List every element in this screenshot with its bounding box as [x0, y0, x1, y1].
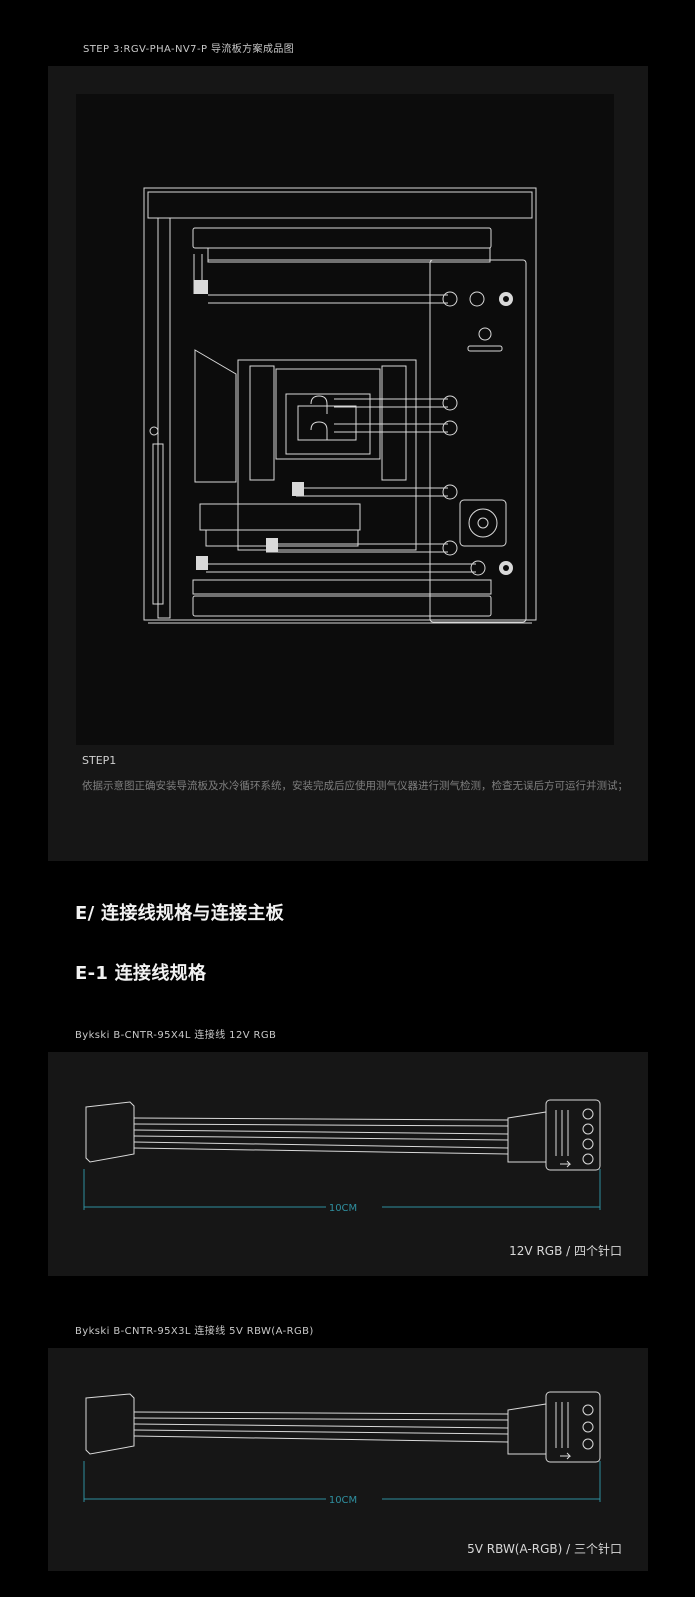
cable-1-dimension-line: [83, 1169, 601, 1210]
cable-1-right-connector: [507, 1111, 547, 1163]
step3-caption: STEP 3:RGV-PHA-NV7-P 导流板方案成品图: [83, 44, 295, 55]
cable-1-caption: Bykski B-CNTR-95X4L 连接线 12V RGB: [75, 1030, 277, 1041]
cable-2-left-connector: [85, 1393, 135, 1455]
case-drawing-panel: STEP1 依据示意图正确安装导流板及水冷循环系统，安装完成后应使用测气仪器进行…: [48, 66, 648, 861]
cable-1-length: 10CM: [329, 1203, 357, 1214]
cable-2-spec: 5V RBW(A-RGB) / 三个针口: [467, 1542, 622, 1556]
cable-2-caption: Bykski B-CNTR-95X3L 连接线 5V RBW(A-RGB): [75, 1326, 314, 1337]
section-e1-subtitle: E-1 连接线规格: [75, 963, 207, 984]
cable-2-right-connector: [507, 1403, 547, 1455]
pc-case-illustration: [143, 187, 537, 624]
cable-1-left-connector: [85, 1101, 135, 1163]
cable-2-dimension-line: [83, 1461, 601, 1502]
cable-1-spec: 12V RGB / 四个针口: [509, 1244, 622, 1258]
step1-title: STEP1: [82, 754, 117, 767]
cable-1-illustration: 10CM: [83, 1099, 601, 1214]
section-e-title: E/ 连接线规格与连接主板: [75, 903, 285, 924]
cable-1-panel: 10CM 12V RGB / 四个针口: [48, 1052, 648, 1276]
step1-description: 依据示意图正确安装导流板及水冷循环系统，安装完成后应使用测气仪器进行测气检测，检…: [82, 780, 628, 792]
cable-2-illustration: 10CM: [83, 1391, 601, 1506]
cable-2-length: 10CM: [329, 1495, 357, 1506]
case-drawing-canvas: [76, 94, 614, 745]
case-outline: [143, 187, 537, 621]
cable-2-panel: 10CM 5V RBW(A-RGB) / 三个针口: [48, 1348, 648, 1571]
